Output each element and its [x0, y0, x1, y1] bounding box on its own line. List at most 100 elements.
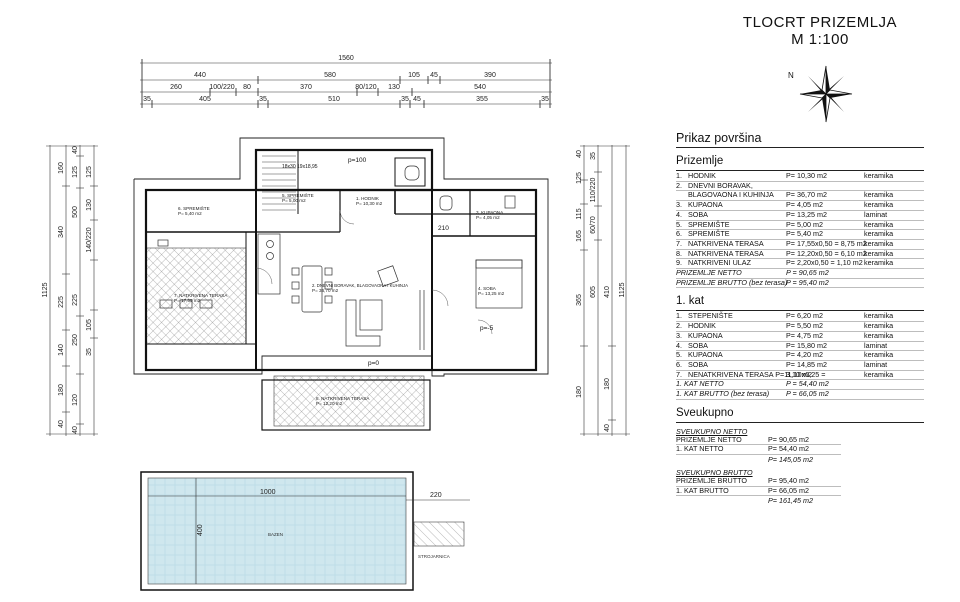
dim-label: 40: [576, 150, 583, 158]
room-label: 2. DNEVNI BORAVAK, BLAGOVAONA I KUHINJA: [312, 283, 408, 288]
cell-name: 1. KAT NETTO: [676, 445, 768, 455]
floor-plan: 1560 440 580 105 45 390 260 100/220 80 3…: [42, 55, 630, 591]
room-label: 7. NATKRIVENA TERASA: [174, 293, 228, 298]
cell-area: P= 4,05 m2: [786, 200, 864, 211]
dim-label: 1560: [338, 55, 354, 62]
cell-area: P= 13,25 m2: [786, 210, 864, 221]
cell-mat: keramika: [864, 321, 924, 332]
roof-outline: [133, 137, 549, 377]
cell-value: P= 95,40 m2: [768, 476, 841, 487]
cell-no: 3.: [676, 331, 688, 342]
cell-area: [786, 181, 864, 192]
cell-area: P= 17,55x0,50 = 8,75 m2: [786, 238, 867, 250]
total-netto-subheading: SVEUKUPNO NETTO: [676, 426, 748, 436]
dim-label: 340: [58, 226, 65, 238]
total-netto-value: P= 145,05 m2: [768, 454, 813, 464]
terrace-8-cross: [273, 375, 425, 427]
cell-name: SOBA: [688, 360, 786, 371]
cell-mat: keramika: [864, 229, 924, 240]
drawing-title: TLOCRT PRIZEMLJA M 1:100: [720, 14, 920, 48]
machine-room: 220 STROJARNICA: [406, 492, 470, 559]
cell-area: P= 36,70 m2: [786, 191, 864, 202]
cell-mat: keramika: [864, 259, 924, 270]
pool-width: 400: [197, 524, 204, 536]
room-label: 6. SPREMIŠTE: [178, 205, 210, 211]
cell-name: KUPAONA: [688, 351, 786, 361]
title-text: TLOCRT PRIZEMLJA: [742, 14, 898, 31]
dim-label: 405: [199, 96, 211, 103]
first-netto-value: P = 54,40 m2: [786, 380, 924, 391]
cell-no: 1.: [676, 311, 688, 323]
dim-label: 510: [328, 96, 340, 103]
left-dimension-labels: 1125 160 340 225 140 180 40 40 125 500 2…: [42, 146, 93, 434]
cell-mat: keramika: [864, 239, 924, 250]
dim-label: 80: [243, 84, 251, 91]
cell-value: P= 66,05 m2: [768, 486, 841, 497]
right-dimensions: [580, 145, 630, 436]
pool-length: 1000: [260, 489, 276, 496]
dim-label: 40: [72, 146, 79, 154]
compass-icon: N: [788, 65, 853, 123]
divider: [676, 421, 924, 423]
cell-mat: laminat: [864, 360, 924, 371]
door-swings: [255, 209, 493, 335]
first-netto-label: 1. KAT NETTO: [676, 380, 786, 391]
cell-name: SPREMIŠTE: [688, 229, 786, 240]
cell-mat: keramika: [864, 351, 924, 361]
dim-label: 225: [72, 294, 79, 306]
panel-heading: Prikaz površina: [676, 131, 762, 145]
cell-area: P= 14,85 m2: [786, 360, 864, 371]
room-area: P= 12,20 m2: [316, 401, 343, 406]
dim-label: 220: [430, 492, 442, 499]
cell-name: SPREMIŠTE: [688, 220, 786, 231]
right-dimension-labels: 1125 40 125 115 165 365 180 35 110/220 6…: [576, 150, 626, 432]
dim-label: 110/220: [590, 178, 597, 203]
room-label: 3. KUPAONA: [476, 210, 504, 215]
cell-area: P= 12,20x0,50 = 6,10 m2: [786, 248, 867, 260]
dim-label: 1125: [42, 282, 49, 297]
cell-area: P= 6,20 m2: [786, 311, 864, 323]
ground-floor-heading: Prizemlje: [676, 155, 724, 167]
first-floor-heading: 1. kat: [676, 295, 705, 308]
dim-label: 260: [170, 84, 182, 91]
room-label: 4. SOBA: [478, 286, 497, 291]
room-label: 8. NATKRIVENA TERASA: [316, 396, 370, 401]
first-brutto-value: P = 66,05 m2: [786, 389, 924, 400]
dim-label: 40: [604, 424, 611, 432]
dim-label: 440: [194, 72, 206, 79]
dim-label: 180: [576, 386, 583, 398]
cell-no: 7.: [676, 370, 688, 381]
ground-brutto-value: P = 95,40 m2: [786, 278, 924, 289]
dim-label: 115: [576, 208, 583, 219]
dim-label: 35: [86, 348, 93, 356]
cell-name: 1. KAT BRUTTO: [676, 486, 768, 497]
divider: [676, 310, 924, 312]
room-labels: 6. SPREMIŠTE P= 5,40 m2 7. NATKRIVENA TE…: [174, 192, 505, 406]
cell-no: 5.: [676, 220, 688, 231]
dim-label: 410: [604, 286, 611, 298]
cell-area: P= 4,75 m2: [786, 331, 864, 342]
cell-area: P= 5,00 m2: [786, 220, 864, 231]
dim-label: 125: [72, 166, 79, 178]
table-row: 2.DNEVNI BORAVAK,: [676, 181, 924, 192]
room-label: 5. SPREMIŠTE: [282, 192, 314, 198]
cell-mat: keramika: [864, 370, 924, 381]
cell-name: KUPAONA: [688, 331, 786, 342]
cell-no: 8.: [676, 249, 688, 260]
cell-name: NATKRIVENI ULAZ: [688, 259, 786, 270]
dim-label: 250: [72, 334, 79, 346]
ground-netto-value: P = 90,65 m2: [786, 268, 924, 279]
cell-mat: keramika: [864, 171, 924, 182]
cell-mat: keramika: [864, 311, 924, 323]
dim-label: 165: [576, 230, 583, 242]
cell-area: P= 5,50 m2: [786, 321, 864, 332]
ground-netto-label: PRIZEMLJE NETTO: [676, 268, 786, 279]
furniture: [157, 165, 523, 350]
